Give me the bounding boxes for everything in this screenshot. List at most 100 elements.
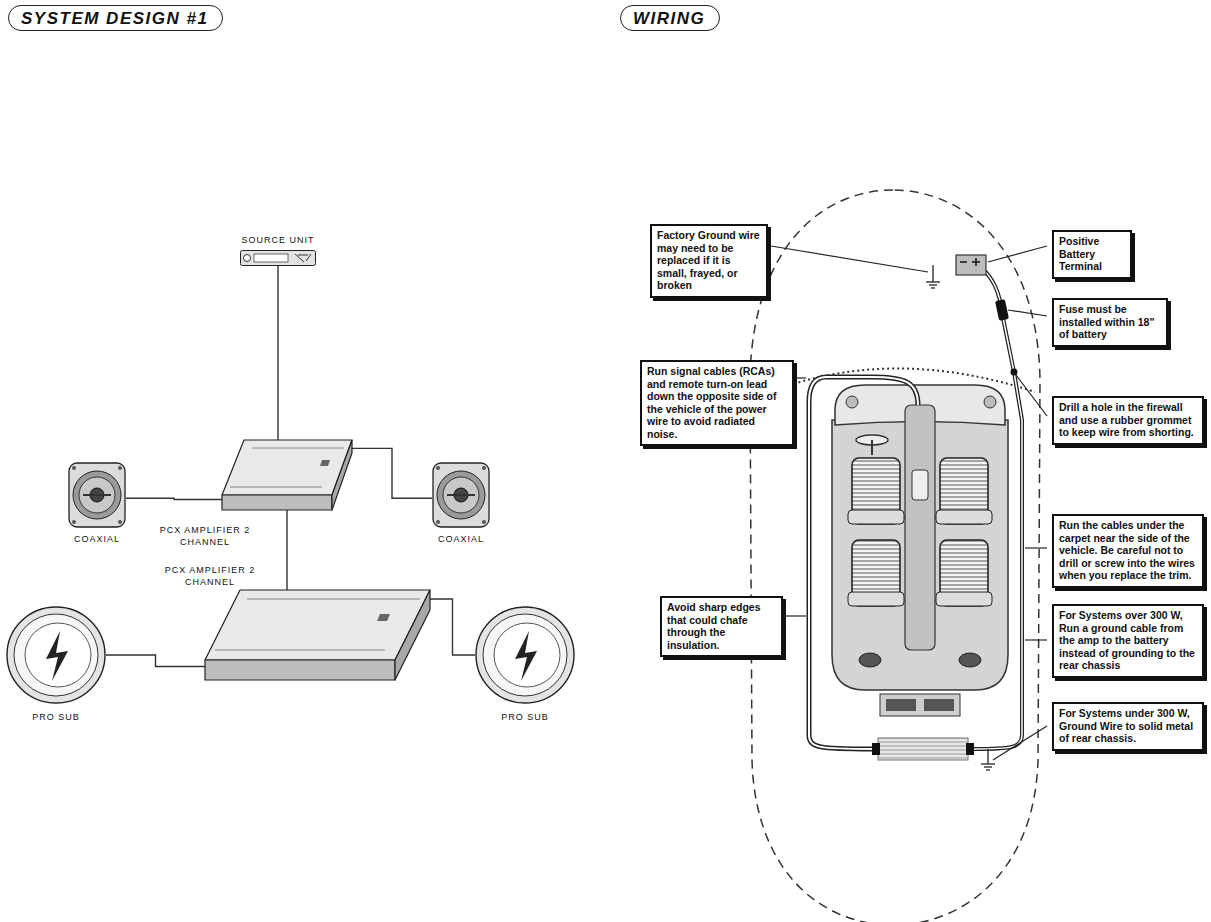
coaxial-speaker-picture [72,466,76,470]
amplifier-picture [230,448,344,487]
page-heading: SYSTEM DESIGN #1 [8,5,223,31]
amplifier: PCX AMPLIFIER 2 CHANNEL [205,590,430,680]
coaxial-speaker-picture [118,520,122,524]
callout-text: Run the cables under the carpet near the… [1059,519,1197,582]
callout-text: Run signal cables (RCAs) and remote turn… [647,365,787,440]
coaxial-speaker: COAXIAL [68,462,126,528]
leader-line [1016,375,1047,416]
part-label: SOURCE UNIT [240,234,317,246]
amplifier-picture [332,440,352,510]
battery [956,255,986,275]
leader-line [771,246,1047,760]
coaxial-speaker-picture [482,466,486,470]
coaxial-speaker-picture [436,520,440,524]
ground-symbol [984,766,992,767]
callout-box: Drill a hole in the firewall and use a r… [1052,396,1204,445]
ground-symbol [926,281,940,282]
car-interior [912,470,928,500]
leader-line [1025,547,1047,548]
callout-text: Avoid sharp edges that could chafe throu… [667,601,776,651]
coaxial-speaker-picture [482,520,486,524]
signal-cable [809,377,918,749]
amplifier [872,738,974,760]
ground-symbol [981,763,995,764]
signal-line [106,655,205,667]
leader-line [797,377,806,378]
rear-speaker [859,653,981,667]
coaxial-speaker-picture [433,463,489,527]
seat [848,510,904,524]
callout-box: Factory Ground wire may need to be repla… [650,224,768,298]
amplifier-picture [205,660,395,680]
part-label: PRO SUB [30,711,82,723]
leader-line [1025,639,1047,640]
subwoofer: PRO SUB [475,605,575,705]
signal-line [286,510,287,590]
battery [960,261,967,263]
coaxial-speaker-picture [447,494,475,496]
coaxial-speaker-picture [73,471,121,519]
source-unit-picture [295,254,311,262]
seat [848,592,904,606]
page-heading: WIRING [620,5,720,31]
car-interior [880,694,960,716]
subwoofer-picture [483,614,567,696]
amplifier-picture [215,599,420,650]
coaxial-speaker-picture [437,471,485,519]
car-interior [924,699,954,711]
coaxial-speaker-picture [118,466,122,470]
coaxial-speaker-picture [69,463,125,527]
signal-cable [809,377,918,749]
subwoofer-picture [476,607,574,703]
ground-symbol [932,265,933,282]
subwoofer-picture [6,605,106,705]
amplifier-picture [377,614,390,621]
signal-line [277,266,278,440]
part-label: COAXIAL [72,533,122,545]
coaxial-speaker-picture [72,520,76,524]
subwoofer: PRO SUB [6,605,106,705]
car-interior [886,699,916,711]
callout-box: For Systems under 300 W, Ground Wire to … [1052,702,1204,751]
car-outline [750,190,1040,922]
amplifier [878,738,968,760]
power-wire [995,299,1009,321]
callout-text: Positive Battery Terminal [1059,235,1125,273]
callout-box: For Systems over 300 W, Run a ground cab… [1052,604,1204,678]
leader-line [988,246,1047,262]
leader-line [993,726,1047,760]
source-unit-picture [254,254,288,262]
coaxial-speaker-picture [83,494,111,496]
heading-text: WIRING [633,9,705,28]
signal-line [126,498,222,499]
subwoofer-picture [14,614,98,696]
subwoofer-picture [475,605,575,705]
amplifier-picture [222,440,352,495]
callout-text: For Systems under 300 W, Ground Wire to … [1059,707,1197,745]
coaxial-speaker: COAXIAL [432,462,490,528]
coaxial-speaker-picture [432,462,490,528]
rear-speaker [959,653,981,667]
signal-line [352,448,432,498]
leader-line [1008,310,1047,316]
subwoofer-picture [515,631,537,681]
callout-box: Positive Battery Terminal [1052,230,1132,279]
heading-text: SYSTEM DESIGN #1 [21,9,208,28]
amplifier-picture [205,590,430,660]
subwoofer-picture [25,623,91,687]
power-wire [974,268,1022,749]
part-label: PRO SUB [499,711,551,723]
ground-symbol [986,769,990,770]
amplifier [872,743,880,755]
rear-speaker [859,653,881,667]
callout-text: Factory Ground wire may need to be repla… [657,229,761,292]
car-interior [984,396,996,408]
source-unit-picture [244,255,251,262]
source-unit-picture [240,250,316,266]
signal-cable [809,377,918,749]
callout-box: Avoid sharp edges that could chafe throu… [660,596,783,657]
subwoofer-picture [7,607,105,703]
seat [936,510,992,524]
